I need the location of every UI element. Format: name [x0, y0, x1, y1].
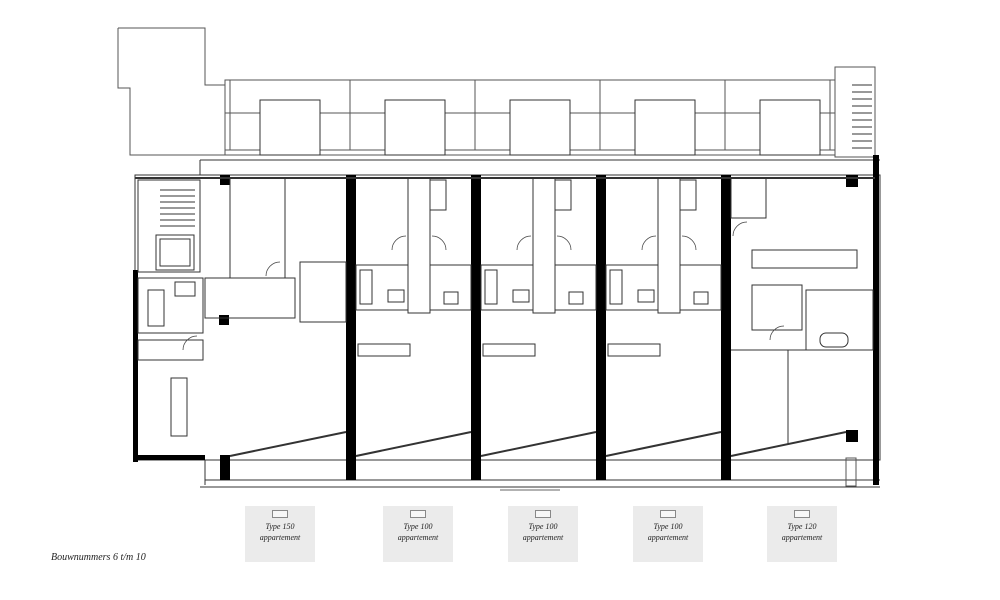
- balcony-box: [509, 99, 571, 156]
- unit-type: Type 150: [265, 522, 295, 531]
- stairwell: [137, 179, 201, 273]
- neighbour-building: [117, 27, 226, 156]
- balcony-box: [759, 99, 821, 156]
- unit-label-5: Type 120 appartement: [767, 506, 837, 562]
- unit-icon: [660, 510, 676, 518]
- balcony-box: [384, 99, 446, 156]
- kitchen-counter: [357, 343, 411, 357]
- kitchen-counter: [607, 343, 661, 357]
- unit-kind: appartement: [781, 533, 823, 542]
- unit-icon: [272, 510, 288, 518]
- plan-caption: Bouwnummers 6 t/m 10: [51, 552, 146, 563]
- unit-icon: [794, 510, 810, 518]
- unit-type: Type 100: [653, 522, 683, 531]
- unit-kind: appartement: [522, 533, 564, 542]
- elevator: [155, 234, 195, 271]
- unit-type: Type 120: [787, 522, 817, 531]
- balcony-box: [259, 99, 321, 156]
- unit-kind: appartement: [397, 533, 439, 542]
- unit-label-1: Type 150 appartement: [245, 506, 315, 562]
- wall-right: [873, 155, 879, 485]
- unit-label-2: Type 100 appartement: [383, 506, 453, 562]
- unit-kind: appartement: [647, 533, 689, 542]
- party-wall: [596, 175, 606, 480]
- kitchen-island: [170, 377, 188, 437]
- unit-type: Type 100: [403, 522, 433, 531]
- party-wall: [471, 175, 481, 480]
- wall-left: [133, 270, 138, 462]
- party-wall: [346, 175, 356, 480]
- kitchen-counter: [482, 343, 536, 357]
- stair-tower: [834, 66, 876, 158]
- unit-kind: appartement: [259, 533, 301, 542]
- unit-type: Type 100: [528, 522, 558, 531]
- unit-label-4: Type 100 appartement: [633, 506, 703, 562]
- unit-icon: [535, 510, 551, 518]
- party-wall: [721, 175, 731, 480]
- balcony-box: [634, 99, 696, 156]
- unit-label-3: Type 100 appartement: [508, 506, 578, 562]
- unit-icon: [410, 510, 426, 518]
- kitchen-counter: [751, 249, 858, 269]
